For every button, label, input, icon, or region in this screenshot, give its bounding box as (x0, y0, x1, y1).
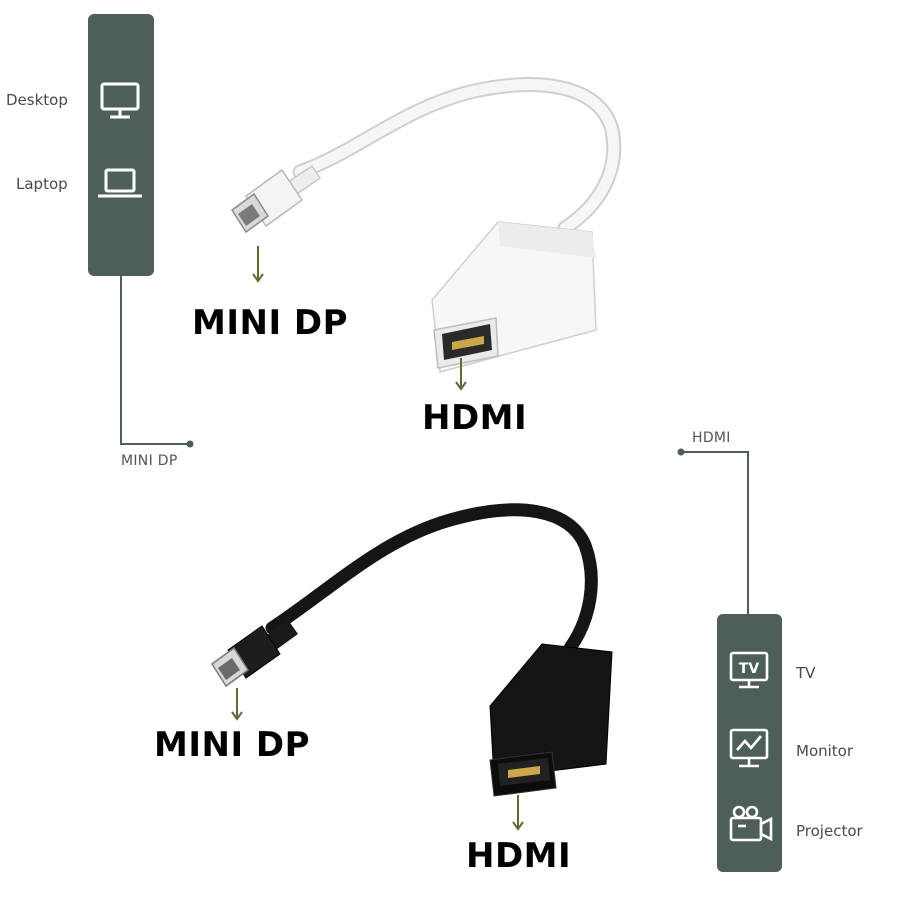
white-mini-dp-plug (230, 168, 304, 234)
projector-label: Projector (796, 822, 863, 840)
source-connector-line (120, 276, 189, 445)
source-connector-dot (186, 440, 194, 448)
target-connector-dot (677, 448, 685, 456)
black-adapter-cable (265, 503, 598, 655)
black-hdmi-label: HDMI (466, 836, 572, 876)
tv-label: TV (796, 664, 816, 682)
black-mini-dp-arrow (231, 688, 243, 721)
black-mini-dp-plug (210, 625, 281, 688)
target-connector-label: HDMI (692, 430, 731, 446)
white-hdmi-label: HDMI (422, 398, 528, 438)
black-adapter (210, 503, 613, 797)
desktop-label: Desktop (6, 91, 68, 109)
white-adapter (230, 77, 622, 373)
monitor-label: Monitor (796, 742, 854, 760)
black-hdmi-arrow (512, 795, 524, 831)
white-hdmi-arrow (455, 358, 467, 391)
source-devices-panel (88, 14, 154, 276)
svg-text:TV: TV (739, 661, 760, 677)
white-mini-dp-label: MINI DP (192, 303, 349, 343)
laptop-label: Laptop (16, 175, 68, 193)
laptop-icon (98, 168, 142, 198)
source-connector-label: MINI DP (121, 453, 178, 469)
projector-icon (729, 805, 773, 842)
white-hdmi-housing (431, 221, 597, 373)
desktop-monitor-icon (100, 82, 140, 119)
monitor-chart-icon (729, 728, 769, 768)
black-hdmi-housing (489, 643, 613, 797)
target-connector-line (682, 451, 749, 614)
tv-icon: TV (729, 651, 769, 689)
white-mini-dp-arrow (252, 246, 264, 283)
black-mini-dp-label: MINI DP (154, 725, 311, 765)
white-adapter-cable (292, 77, 622, 236)
